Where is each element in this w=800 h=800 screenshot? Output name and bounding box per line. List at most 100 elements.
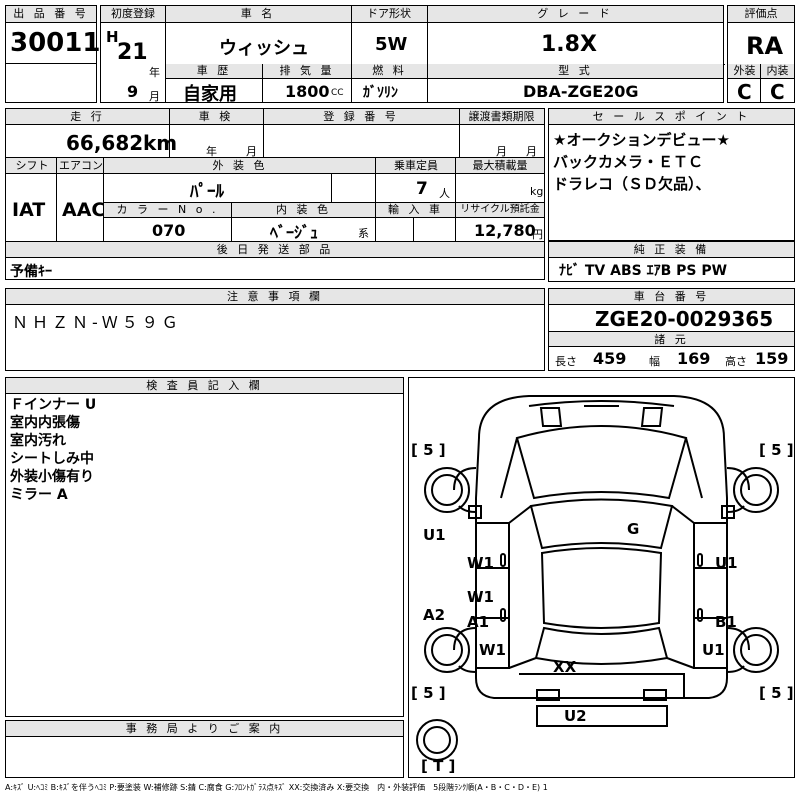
era: H [106,28,119,46]
capacity: 7 [416,179,428,199]
transfer-day-unit: 月 [526,145,537,158]
equipment-header: 純 正 装 備 [549,242,794,258]
model-header: 型 式 [428,64,723,79]
equipment-box: 純 正 装 備 ﾅﾋﾞ TV ABS ｴｱB PS PW [548,241,795,282]
door-type: 5W [375,34,408,55]
score-header: 評価点 [728,6,794,23]
mark-g: G [627,520,639,538]
legend: A:ｷｽﾞ U:ﾍｺﾐ B:ｷｽﾞを伴うﾍｺﾐ P:要塗装 W:補修跡 S:錆 … [5,783,548,792]
vehicle-info-box: 初度登録 車 名 ドア形状 グ レ ー ド H 21 年 ウィッシュ 5W 1.… [100,5,725,105]
mark-w1-rear-left: W1 [467,588,494,606]
grade-header: グ レ ー ド [427,6,723,23]
cc-unit: CC [331,88,344,98]
details-box: 走 行 車 検 登 録 番 号 譲渡書類期限 66,682 km 年 月 月 月… [5,108,545,280]
persons-unit: 人 [439,187,450,200]
interior-color: ﾍﾞｰｼﾞｭ [270,223,319,242]
sales-point-header: セ ー ル ス ポ イ ン ト [549,109,794,125]
displacement-header: 排 気 量 [263,64,351,79]
chassis-number: ZGE20-0029365 [595,307,774,331]
notes-box: 注 意 事 項 欄 ＮＨＺＮ-Ｗ５９Ｇ [5,288,545,371]
inspection-month-unit: 月 [246,145,257,158]
later-parts: 予備ｷｰ [10,264,52,280]
height-label: 高さ [725,355,747,368]
tread-rear-right: [ 5 ] [759,684,794,702]
door-header: ドア形状 [351,6,427,23]
sales-point-1: ★オークションデビュー★ [553,131,730,149]
lot-number: 30011 [10,28,101,58]
registration-number-header: 登 録 番 号 [263,109,459,125]
later-parts-header: 後 日 発 送 部 品 [6,242,544,258]
aircon-header: エアコン [58,158,104,174]
registration-year: 21 [117,40,148,65]
history: 自家用 [183,84,237,105]
mark-b1: B1 [715,613,737,631]
chassis-header: 車 台 番 号 [549,289,794,305]
exterior-color: ﾊﾟｰﾙ [190,182,224,202]
import-header: 輸 入 車 [376,203,455,218]
mark-u1-left: U1 [423,526,446,544]
color-header: 外 装 色 [104,158,376,174]
capacity-header: 乗車定員 [376,158,456,174]
inspector-box: 検 査 員 記 入 欄 Ｆインナー U 室内内張傷 室内汚れ シートしみ中 外装… [5,377,404,717]
sales-point-3: ドラレコ（ＳＤ欠品）、 [553,175,711,193]
mark-xx: XX [553,658,577,676]
length-value: 459 [593,349,627,368]
mark-w1-quarter-left: W1 [479,641,506,659]
notes-text: ＮＨＺＮ-Ｗ５９Ｇ [12,313,182,332]
office-header: 事 務 局 よ り ご 案 内 [6,721,403,737]
inspector-note-2: 室内内張傷 [10,415,80,431]
mark-u2: U2 [564,707,587,725]
inspection-header: 車 検 [169,109,263,125]
model-code: DBA-ZGE20G [523,82,639,101]
shift-header: シフト [6,158,58,174]
damage-diagram-box: [ 5 ] [ 5 ] [ 5 ] [ 5 ] [ T ] G U1 W1 U1… [408,377,795,778]
mileage-header: 走 行 [6,109,169,125]
inspector-note-3: 室内汚れ [10,433,66,449]
length-label: 長さ [555,355,577,368]
year-unit: 年 [149,66,160,79]
mark-a1: A1 [467,613,489,631]
fuel: ｶﾞｿﾘﾝ [363,85,398,101]
recycle-header: リサイクル預託金 [456,203,544,218]
office-box: 事 務 局 よ り ご 案 内 [5,720,404,778]
mark-u1-right: U1 [715,554,738,572]
transfer-deadline-header: 譲渡書類期限 [459,109,544,125]
inspector-note-6: ミラー A [10,487,68,503]
width-label: 幅 [649,355,660,368]
exterior-header: 外装 [728,64,761,79]
score-box: 評価点 RA 外装 内装 C C [727,5,795,104]
car-name-header: 車 名 [165,6,351,23]
sales-point-box: セ ー ル ス ポ イ ン ト ★オークションデビュー★ バックカメラ・ＥＴＣ … [548,108,795,241]
tread-rear-left: [ 5 ] [411,684,446,702]
notes-header: 注 意 事 項 欄 [6,289,544,305]
color-number: 070 [152,221,186,240]
tread-front-left: [ 5 ] [411,441,446,459]
first-registration-header: 初度登録 [101,6,165,23]
overall-score: RA [746,32,784,60]
lot-number-box: 出 品 番 号 30011 [5,5,101,103]
mark-a2: A2 [423,606,445,624]
spare-tire: [ T ] [421,757,455,775]
interior-color-header: 内 装 色 [232,203,375,218]
inspector-note-4: シートしみ中 [10,451,94,467]
inspector-note-5: 外装小傷有り [10,469,94,485]
shift: IAT [12,199,46,221]
sales-point-2: バックカメラ・ＥＴＣ [553,153,704,171]
transfer-month-unit: 月 [496,145,507,158]
km-unit: km [143,131,178,155]
kei-unit: 系 [358,227,369,240]
height-value: 159 [755,349,789,368]
recycle-fee: 12,780 [474,221,536,240]
car-name: ウィッシュ [219,38,309,59]
inspection-year-unit: 年 [206,145,217,158]
fuel-header: 燃 料 [352,64,427,79]
mark-w1-front-left: W1 [467,554,494,572]
width-value: 169 [677,349,711,368]
inspector-note-1: Ｆインナー U [10,397,97,413]
displacement: 1800 [285,82,330,101]
month-unit: 月 [149,90,160,103]
interior-header: 内装 [761,64,794,79]
grade: 1.8X [541,32,597,57]
lot-number-header: 出 品 番 号 [6,6,96,23]
aircon: AAC [62,199,106,221]
